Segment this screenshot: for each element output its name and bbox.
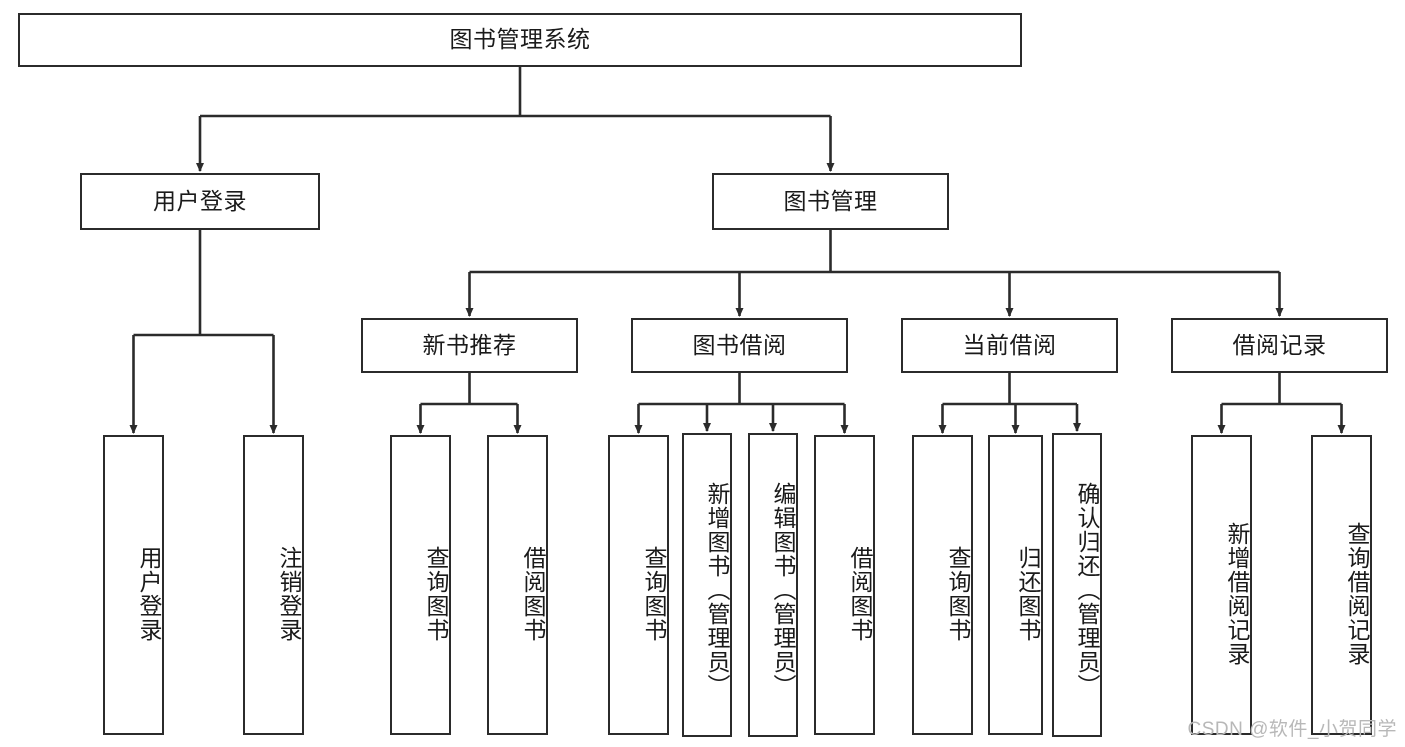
leaf-edit-book-admin-label: 编辑图书（管理员） — [770, 482, 796, 698]
leaf-borrow-book-borrow-label: 借阅图书 — [847, 546, 873, 642]
node-new-book-recommendation-label: 新书推荐 — [422, 331, 517, 358]
leaf-borrow-book-borrow[interactable]: 借阅图书 — [814, 435, 875, 735]
leaf-return-book-label: 归还图书 — [1015, 546, 1041, 642]
node-borrow-record[interactable]: 借阅记录 — [1171, 318, 1388, 373]
node-book-management[interactable]: 图书管理 — [712, 173, 949, 230]
leaf-confirm-return-admin-label: 确认归还（管理员） — [1074, 482, 1100, 698]
node-current-borrow-label: 当前借阅 — [962, 331, 1057, 358]
node-current-borrow[interactable]: 当前借阅 — [901, 318, 1118, 373]
leaf-query-book-current[interactable]: 查询图书 — [912, 435, 973, 735]
leaf-borrow-book-recommendation[interactable]: 借阅图书 — [487, 435, 548, 735]
leaf-logout-label: 注销登录 — [276, 546, 302, 642]
leaf-add-book-admin-label: 新增图书（管理员） — [704, 482, 730, 698]
node-book-borrow[interactable]: 图书借阅 — [631, 318, 848, 373]
leaf-query-borrow-record-label: 查询借阅记录 — [1344, 522, 1370, 666]
leaf-borrow-book-recommendation-label: 借阅图书 — [520, 546, 546, 642]
leaf-query-book-recommendation[interactable]: 查询图书 — [390, 435, 451, 735]
leaf-add-borrow-record[interactable]: 新增借阅记录 — [1191, 435, 1252, 735]
leaf-add-borrow-record-label: 新增借阅记录 — [1224, 522, 1250, 666]
leaf-user-login[interactable]: 用户登录 — [103, 435, 164, 735]
node-borrow-record-label: 借阅记录 — [1232, 331, 1327, 358]
leaf-query-book-borrow[interactable]: 查询图书 — [608, 435, 669, 735]
leaf-add-book-admin[interactable]: 新增图书（管理员） — [682, 433, 732, 737]
leaf-user-login-label: 用户登录 — [136, 546, 162, 642]
node-user-login[interactable]: 用户登录 — [80, 173, 320, 230]
node-new-book-recommendation[interactable]: 新书推荐 — [361, 318, 578, 373]
node-user-login-label: 用户登录 — [153, 187, 247, 214]
node-book-borrow-label: 图书借阅 — [692, 331, 787, 358]
leaf-edit-book-admin[interactable]: 编辑图书（管理员） — [748, 433, 798, 737]
leaf-return-book[interactable]: 归还图书 — [988, 435, 1043, 735]
leaf-query-book-recommendation-label: 查询图书 — [423, 546, 449, 642]
leaf-query-book-current-label: 查询图书 — [945, 546, 971, 642]
node-root-label: 图书管理系统 — [449, 26, 591, 53]
node-root[interactable]: 图书管理系统 — [18, 13, 1022, 67]
leaf-query-book-borrow-label: 查询图书 — [641, 546, 667, 642]
leaf-logout[interactable]: 注销登录 — [243, 435, 304, 735]
node-book-management-label: 图书管理 — [783, 187, 878, 214]
leaf-confirm-return-admin[interactable]: 确认归还（管理员） — [1052, 433, 1102, 737]
watermark: CSDN @软件_小贺同学 — [1187, 719, 1397, 740]
leaf-query-borrow-record[interactable]: 查询借阅记录 — [1311, 435, 1372, 735]
